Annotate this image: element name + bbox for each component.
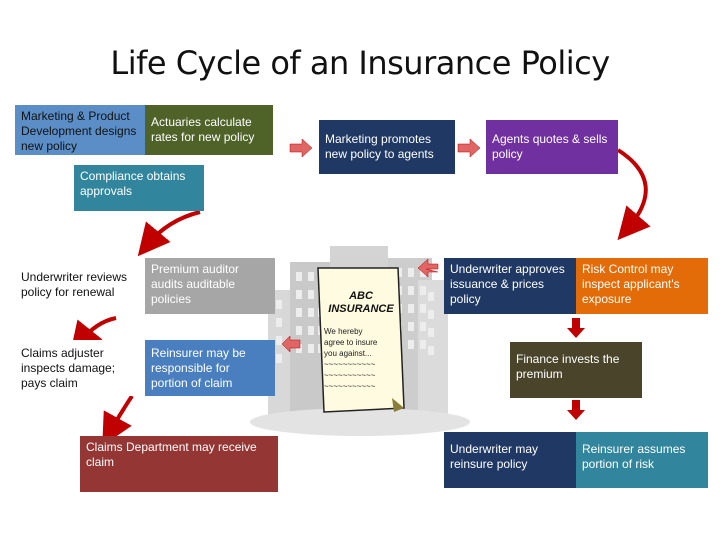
box-risk-control: Risk Control may inspect applicant's exp… bbox=[576, 258, 708, 314]
box-reinsurer-responsible: Reinsurer may be responsible for portion… bbox=[145, 340, 275, 396]
box-marketing-promotes: Marketing promotes new policy to agents bbox=[319, 120, 455, 174]
arrow-left-1 bbox=[417, 258, 439, 278]
box-risk-control-label: Risk Control may inspect applicant's exp… bbox=[582, 262, 680, 306]
arrow-left-2 bbox=[281, 335, 301, 353]
box-reinsurer-assumes: Reinsurer assumes portion of risk bbox=[576, 432, 708, 488]
box-claims-department: Claims Department may receive claim bbox=[80, 436, 278, 492]
page-title: Life Cycle of an Insurance Policy bbox=[110, 44, 610, 82]
box-agents-quotes-label: Agents quotes & sells policy bbox=[492, 132, 608, 161]
curved-arrow-compliance-to-underwriter bbox=[137, 210, 201, 257]
box-finance-invests: Finance invests the premium bbox=[510, 342, 642, 398]
curved-arrow-agents-to-risk-control bbox=[616, 148, 651, 241]
box-underwriter-reviews-label: Underwriter reviews policy for renewal bbox=[21, 270, 128, 299]
curved-arrow-underwriter-to-claims bbox=[70, 316, 117, 355]
insurance-document-icon bbox=[317, 267, 405, 413]
box-actuaries-label: Actuaries calculate rates for new policy bbox=[151, 115, 255, 144]
box-marketing-product-label: Marketing & Product Development designs … bbox=[21, 109, 137, 153]
box-underwriter-approves: Underwriter approves issuance & prices p… bbox=[444, 258, 576, 314]
box-marketing-promotes-label: Marketing promotes new policy to agents bbox=[325, 132, 434, 161]
box-premium-auditor-label: Premium auditor audits auditable policie… bbox=[151, 262, 240, 306]
box-underwriter-reinsure-label: Underwriter may reinsure policy bbox=[450, 442, 539, 471]
box-compliance: Compliance obtains approvals bbox=[74, 165, 204, 211]
box-premium-auditor: Premium auditor audits auditable policie… bbox=[145, 258, 275, 314]
arrow-down-2 bbox=[567, 400, 585, 420]
arrow-right-1 bbox=[289, 138, 313, 158]
box-reinsurer-responsible-label: Reinsurer may be responsible for portion… bbox=[151, 346, 246, 390]
box-agents-quotes: Agents quotes & sells policy bbox=[486, 120, 618, 174]
box-claims-department-label: Claims Department may receive claim bbox=[86, 440, 257, 469]
box-underwriter-reinsure: Underwriter may reinsure policy bbox=[444, 432, 576, 488]
document-body: We hereby agree to insure you against...… bbox=[324, 327, 378, 391]
document-heading: ABC INSURANCE bbox=[328, 290, 394, 315]
box-marketing-product: Marketing & Product Development designs … bbox=[15, 105, 145, 155]
box-claims-adjuster: Claims adjuster inspects damage; pays cl… bbox=[15, 340, 143, 396]
arrow-down-1 bbox=[567, 318, 585, 338]
box-finance-invests-label: Finance invests the premium bbox=[516, 352, 620, 381]
box-claims-adjuster-label: Claims adjuster inspects damage; pays cl… bbox=[21, 346, 116, 390]
box-underwriter-reviews: Underwriter reviews policy for renewal bbox=[15, 258, 143, 314]
box-compliance-label: Compliance obtains approvals bbox=[80, 169, 186, 198]
box-underwriter-approves-label: Underwriter approves issuance & prices p… bbox=[450, 262, 565, 306]
box-actuaries: Actuaries calculate rates for new policy bbox=[145, 105, 273, 155]
curved-arrow-reinsurer-to-claims-dept bbox=[102, 394, 134, 446]
arrow-right-2 bbox=[457, 138, 481, 158]
box-reinsurer-assumes-label: Reinsurer assumes portion of risk bbox=[582, 442, 686, 471]
